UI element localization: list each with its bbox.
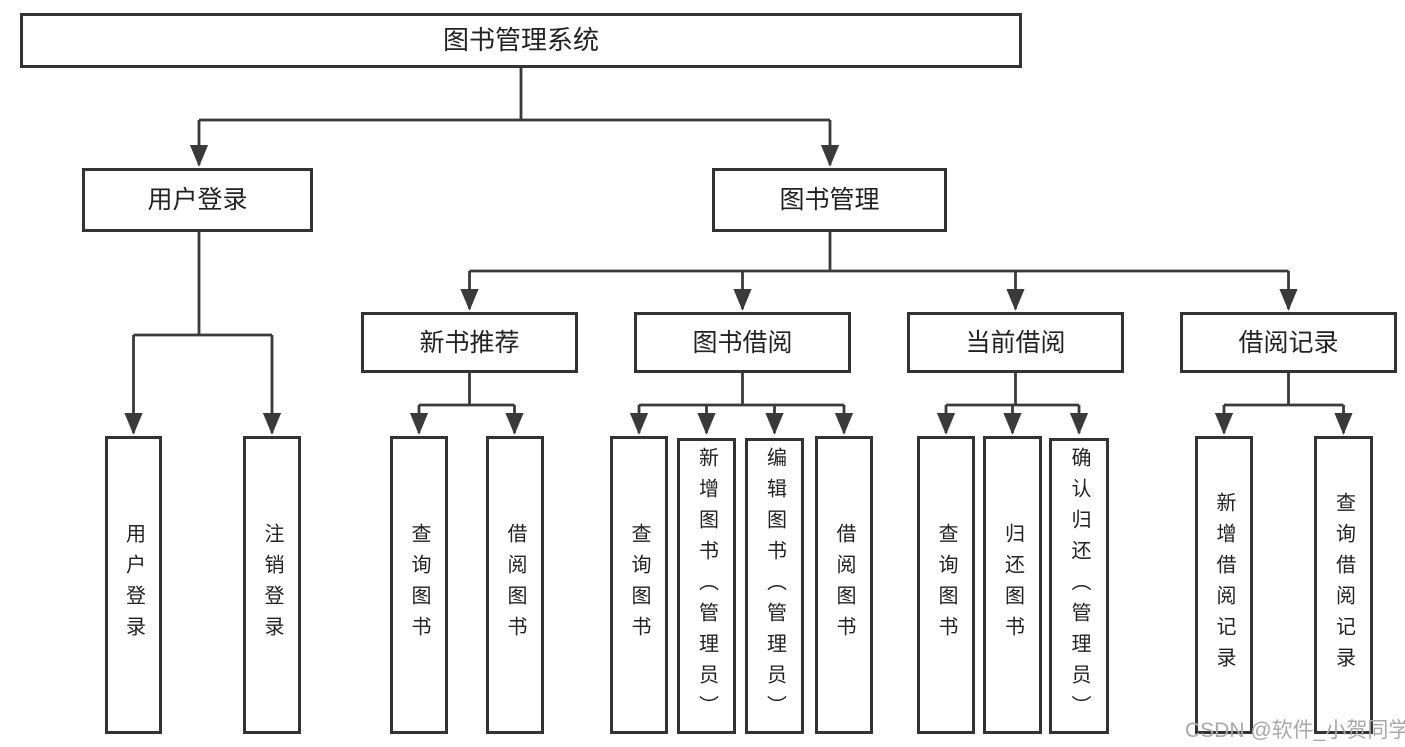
leaf-cb-query-books: 查询图书: [917, 436, 975, 734]
leaf-cb-query-books-label: 查询图书: [935, 523, 957, 647]
node-root-label: 图书管理系统: [442, 24, 599, 55]
node-user-login-branch: 用户登录: [82, 168, 313, 232]
leaf-logout: 注销登录: [243, 436, 301, 734]
node-root-library-management-system: 图书管理系统: [20, 13, 1022, 68]
leaf-bb-query-books: 查询图书: [610, 436, 668, 734]
leaf-br-add-record: 新增借阅记录: [1195, 436, 1253, 734]
node-new-book-recommendation: 新书推荐: [361, 312, 578, 373]
bus-book-management: [469, 232, 1289, 273]
leaf-logout-label: 注销登录: [261, 523, 283, 647]
bus-borrow-records: [1224, 373, 1344, 407]
node-new-book-recommendation-label: 新书推荐: [419, 328, 520, 357]
node-user-login-branch-label: 用户登录: [147, 186, 248, 214]
leaf-user-login-label: 用户登录: [122, 523, 145, 647]
leaf-nb-query-books: 查询图书: [390, 436, 448, 734]
bus-root: [199, 68, 830, 122]
node-book-management: 图书管理: [712, 168, 947, 232]
leaf-br-query-record-label: 查询借阅记录: [1332, 492, 1355, 678]
node-book-borrowing: 图书借阅: [634, 312, 851, 373]
leaf-cb-confirm-return-admin-label: 确认归还（管理员）: [1068, 446, 1090, 726]
node-borrowing-records-label: 借阅记录: [1238, 328, 1339, 357]
node-book-borrowing-label: 图书借阅: [692, 328, 793, 357]
node-current-borrowing-label: 当前借阅: [965, 328, 1066, 357]
bus-new-book: [419, 373, 515, 407]
bus-current-borrow: [946, 373, 1079, 407]
leaf-user-login: 用户登录: [105, 436, 162, 734]
leaf-nb-borrow-books-label: 借阅图书: [504, 523, 526, 647]
node-current-borrowing: 当前借阅: [907, 312, 1124, 373]
node-book-management-label: 图书管理: [779, 186, 880, 214]
leaf-bb-borrow-books: 借阅图书: [815, 436, 873, 734]
leaf-bb-query-books-label: 查询图书: [628, 523, 650, 647]
leaf-bb-edit-books-admin: 编辑图书（管理员）: [745, 438, 804, 734]
bus-book-borrow: [639, 373, 844, 407]
leaf-bb-add-books-admin-label: 新增图书（管理员）: [695, 446, 718, 726]
csdn-watermark: CSDN @软件_小贺同学: [1185, 719, 1405, 742]
leaf-br-query-record: 查询借阅记录: [1314, 436, 1373, 734]
leaf-bb-edit-books-admin-label: 编辑图书（管理员）: [763, 446, 786, 726]
node-borrowing-records: 借阅记录: [1180, 312, 1397, 373]
leaf-nb-query-books-label: 查询图书: [408, 523, 430, 647]
bus-user-login: [133, 232, 272, 337]
leaf-bb-borrow-books-label: 借阅图书: [833, 523, 855, 647]
leaf-nb-borrow-books: 借阅图书: [486, 436, 544, 734]
leaf-cb-return-books: 归还图书: [983, 436, 1042, 734]
leaf-cb-confirm-return-admin: 确认归还（管理员）: [1049, 438, 1109, 734]
leaf-br-add-record-label: 新增借阅记录: [1213, 492, 1235, 678]
leaf-bb-add-books-admin: 新增图书（管理员）: [677, 438, 736, 734]
leaf-cb-return-books-label: 归还图书: [1001, 523, 1024, 647]
